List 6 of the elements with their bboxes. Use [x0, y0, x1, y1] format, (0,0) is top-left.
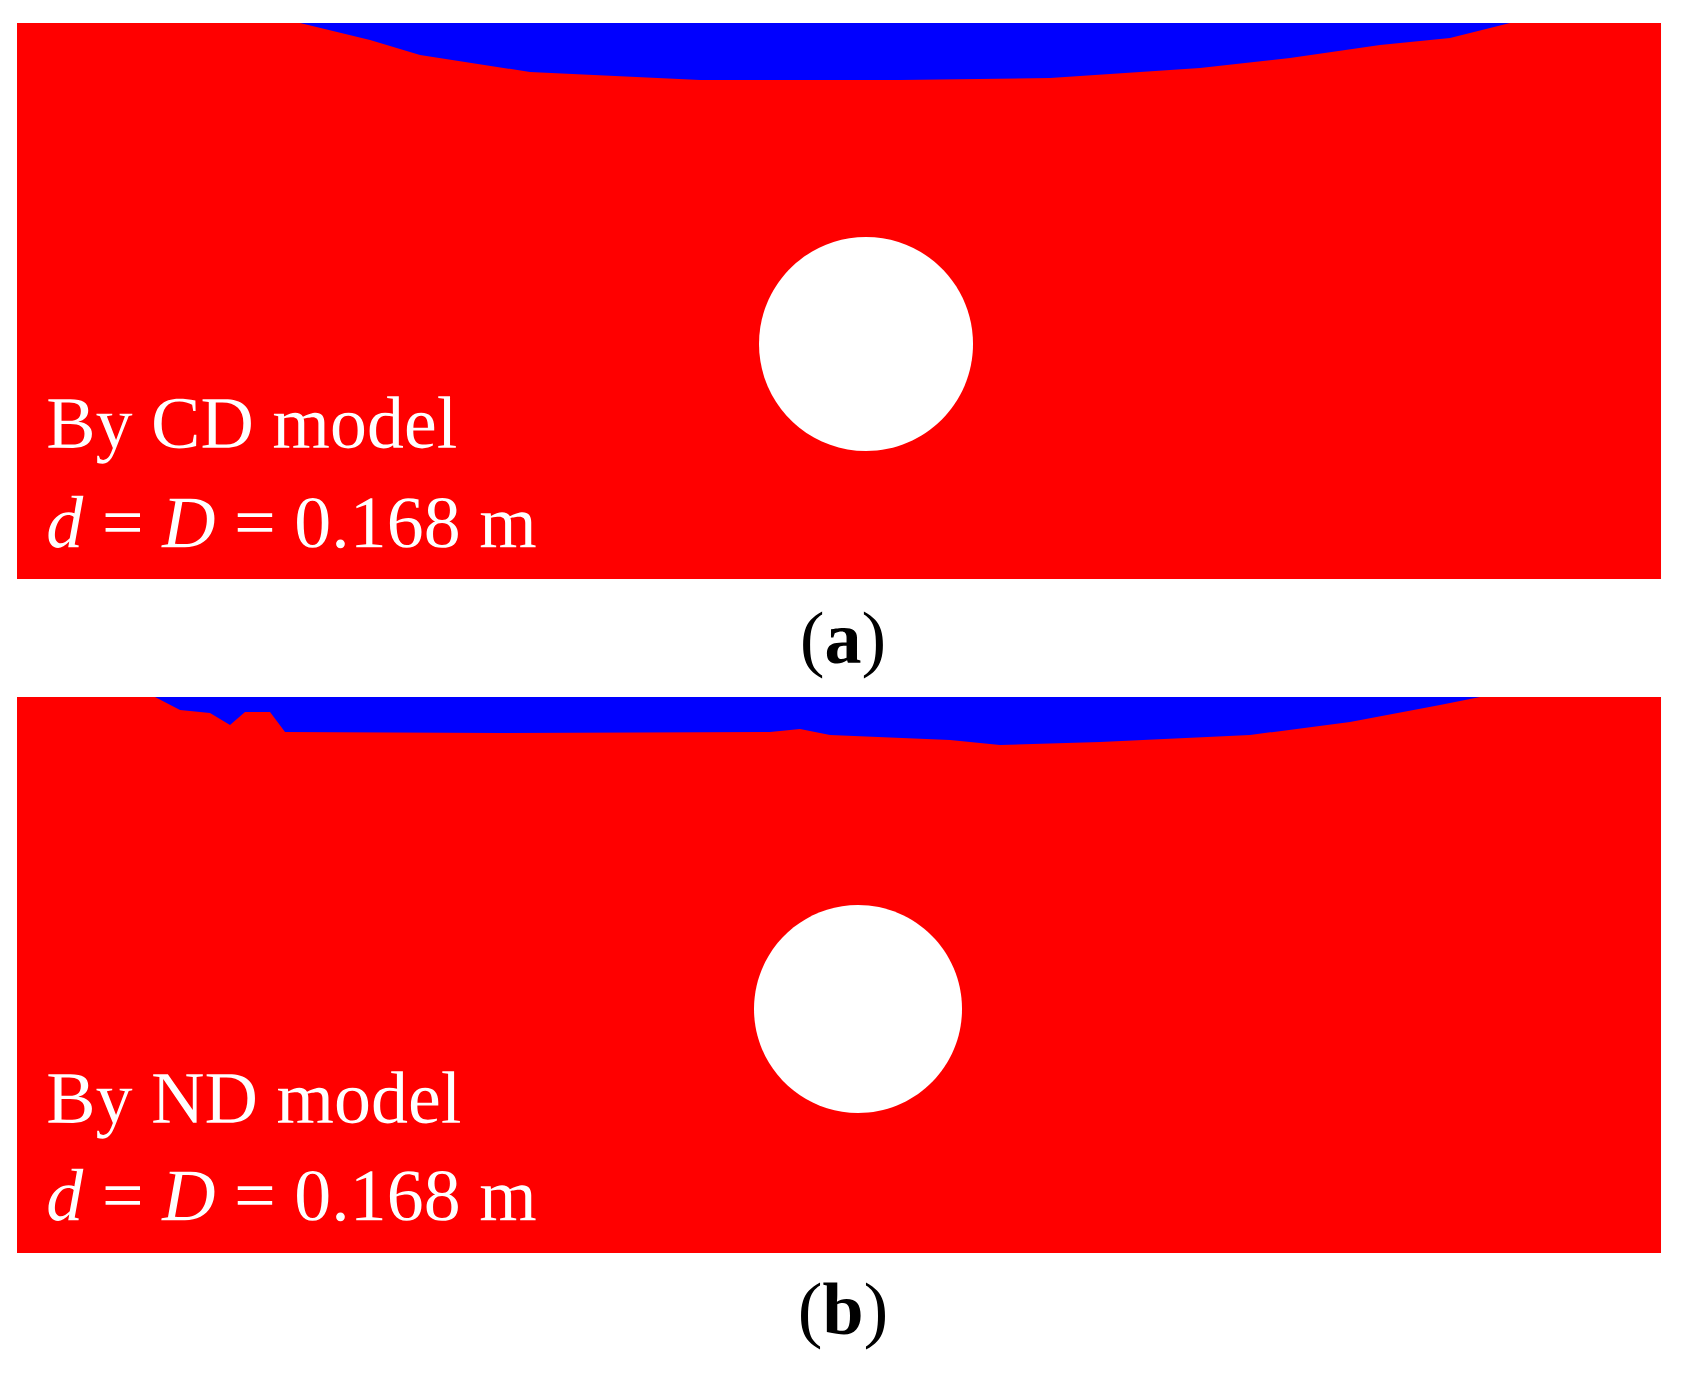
model-label: By CD model	[48, 396, 456, 464]
parameter-label: d = D = 0.168 m	[48, 495, 536, 549]
panel-label: (b)	[801, 1282, 885, 1350]
model-label: By ND model	[48, 1071, 460, 1139]
panel-label: (a)	[803, 611, 883, 679]
parameter-label: d = D = 0.168 m	[48, 1168, 536, 1222]
